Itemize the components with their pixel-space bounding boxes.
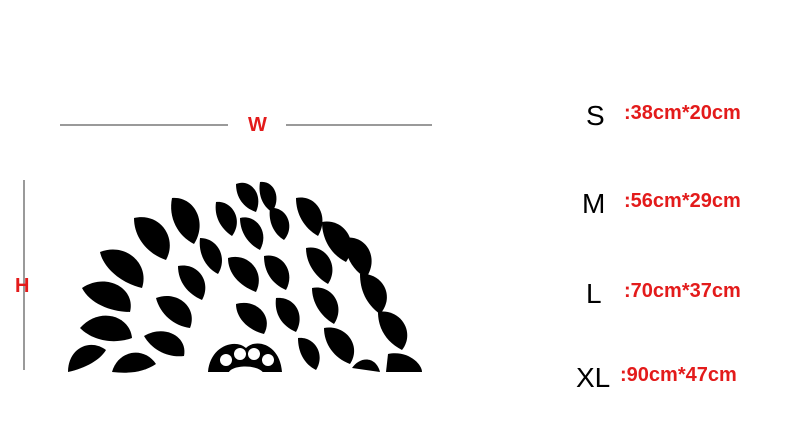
size-row-s: S :38cm*20cm bbox=[576, 96, 800, 136]
size-row-l: L :70cm*37cm bbox=[576, 274, 800, 314]
size-label-m: M bbox=[582, 188, 606, 219]
size-label-s: S bbox=[586, 100, 605, 131]
size-row-xl: XL :90cm*47cm bbox=[576, 358, 800, 398]
size-value-s: :38cm*20cm bbox=[624, 102, 741, 124]
size-label-xl: XL bbox=[576, 362, 611, 393]
width-guide-line-right bbox=[286, 124, 432, 126]
height-guide-line bbox=[23, 180, 25, 370]
size-label-l: L bbox=[586, 278, 602, 309]
size-value-xl: :90cm*47cm bbox=[620, 364, 737, 386]
size-row-m: M :56cm*29cm bbox=[576, 184, 800, 224]
floral-mandala-half-icon bbox=[68, 181, 422, 374]
size-value-m: :56cm*29cm bbox=[624, 190, 741, 212]
width-label: W bbox=[248, 114, 267, 136]
height-label: H bbox=[15, 275, 30, 297]
size-value-l: :70cm*37cm bbox=[624, 280, 741, 302]
width-guide-line-left bbox=[60, 124, 228, 126]
